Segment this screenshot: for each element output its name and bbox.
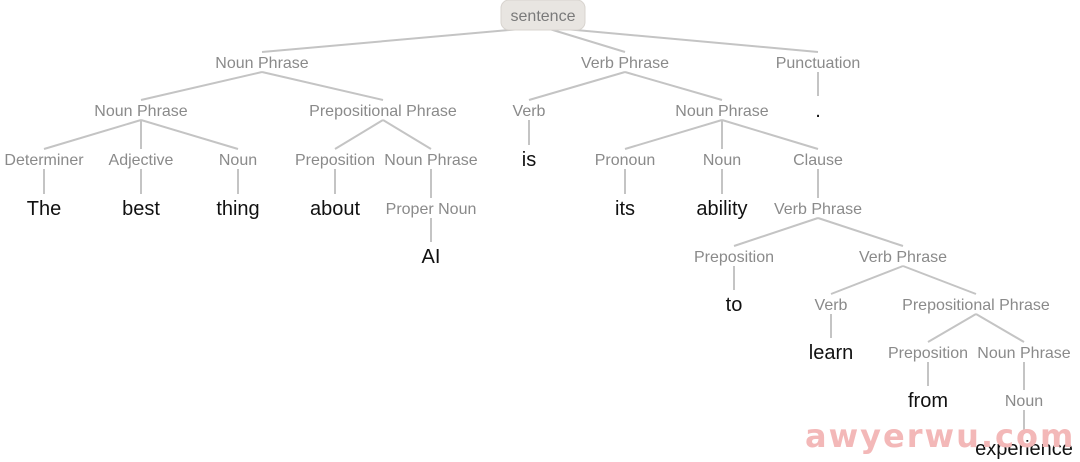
node-noun-phrase: Noun Phrase bbox=[384, 152, 477, 169]
word-learn: learn bbox=[809, 342, 853, 364]
node-proper-noun: Proper Noun bbox=[386, 201, 477, 218]
node-clause: Clause bbox=[793, 152, 843, 169]
tree-edge bbox=[261, 71, 384, 101]
word-the: The bbox=[27, 198, 61, 220]
node-noun-phrase: Noun Phrase bbox=[977, 345, 1070, 362]
node-noun-phrase: Noun Phrase bbox=[215, 55, 308, 72]
tree-edge bbox=[927, 313, 977, 343]
node-verb-phrase: Verb Phrase bbox=[581, 55, 669, 72]
tree-edges bbox=[43, 26, 1025, 434]
node-noun-phrase: Noun Phrase bbox=[675, 103, 768, 120]
node-noun: Noun bbox=[703, 152, 741, 169]
tree-edge bbox=[624, 119, 723, 150]
tree-edge bbox=[817, 217, 904, 247]
tree-edge bbox=[140, 119, 239, 150]
word-experience: experience bbox=[975, 438, 1073, 460]
tree-edge bbox=[261, 26, 544, 53]
node-noun: Noun bbox=[219, 152, 257, 169]
node-verb-phrase: Verb Phrase bbox=[859, 249, 947, 266]
node-verb: Verb bbox=[815, 297, 848, 314]
node-verb: Verb bbox=[513, 103, 546, 120]
word-thing: thing bbox=[216, 198, 259, 220]
tree-edge bbox=[721, 119, 819, 150]
word-ai: AI bbox=[422, 246, 441, 268]
node-adjective: Adjective bbox=[109, 152, 174, 169]
root-node-label: sentence bbox=[511, 8, 576, 25]
tree-edge bbox=[334, 119, 384, 150]
node-prepositional-phrase: Prepositional Phrase bbox=[902, 297, 1050, 314]
node-preposition: Preposition bbox=[694, 249, 774, 266]
tree-edge bbox=[830, 265, 904, 295]
tree-edge bbox=[542, 26, 819, 53]
word-best: best bbox=[122, 198, 160, 220]
word-about: about bbox=[310, 198, 360, 220]
word-punct: . bbox=[815, 100, 821, 122]
root-node-box bbox=[500, 0, 586, 31]
tree-edge bbox=[43, 119, 142, 150]
word-to: to bbox=[726, 294, 743, 316]
tree-nodes: TheDeterminerbestAdjectivethingNounNoun … bbox=[4, 0, 1073, 460]
node-pronoun: Pronoun bbox=[595, 152, 656, 169]
word-its: its bbox=[615, 198, 635, 220]
node-punctuation: Punctuation bbox=[776, 55, 861, 72]
node-determiner: Determiner bbox=[4, 152, 84, 169]
tree-edge bbox=[542, 26, 626, 53]
node-preposition: Preposition bbox=[888, 345, 968, 362]
node-noun: Noun bbox=[1005, 393, 1043, 410]
word-ability: ability bbox=[696, 198, 747, 220]
tree-edge bbox=[140, 71, 263, 101]
node-prepositional-phrase: Prepositional Phrase bbox=[309, 103, 457, 120]
tree-edge bbox=[975, 313, 1025, 343]
word-from: from bbox=[908, 390, 948, 412]
node-preposition: Preposition bbox=[295, 152, 375, 169]
tree-edge bbox=[902, 265, 977, 295]
node-verb-phrase: Verb Phrase bbox=[774, 201, 862, 218]
watermark: awyerwu.com bbox=[805, 417, 1075, 455]
tree-edge bbox=[382, 119, 432, 150]
word-is: is bbox=[522, 149, 536, 171]
tree-edge bbox=[733, 217, 819, 247]
node-noun-phrase: Noun Phrase bbox=[94, 103, 187, 120]
tree-edge bbox=[528, 71, 626, 101]
tree-edge bbox=[624, 71, 723, 101]
